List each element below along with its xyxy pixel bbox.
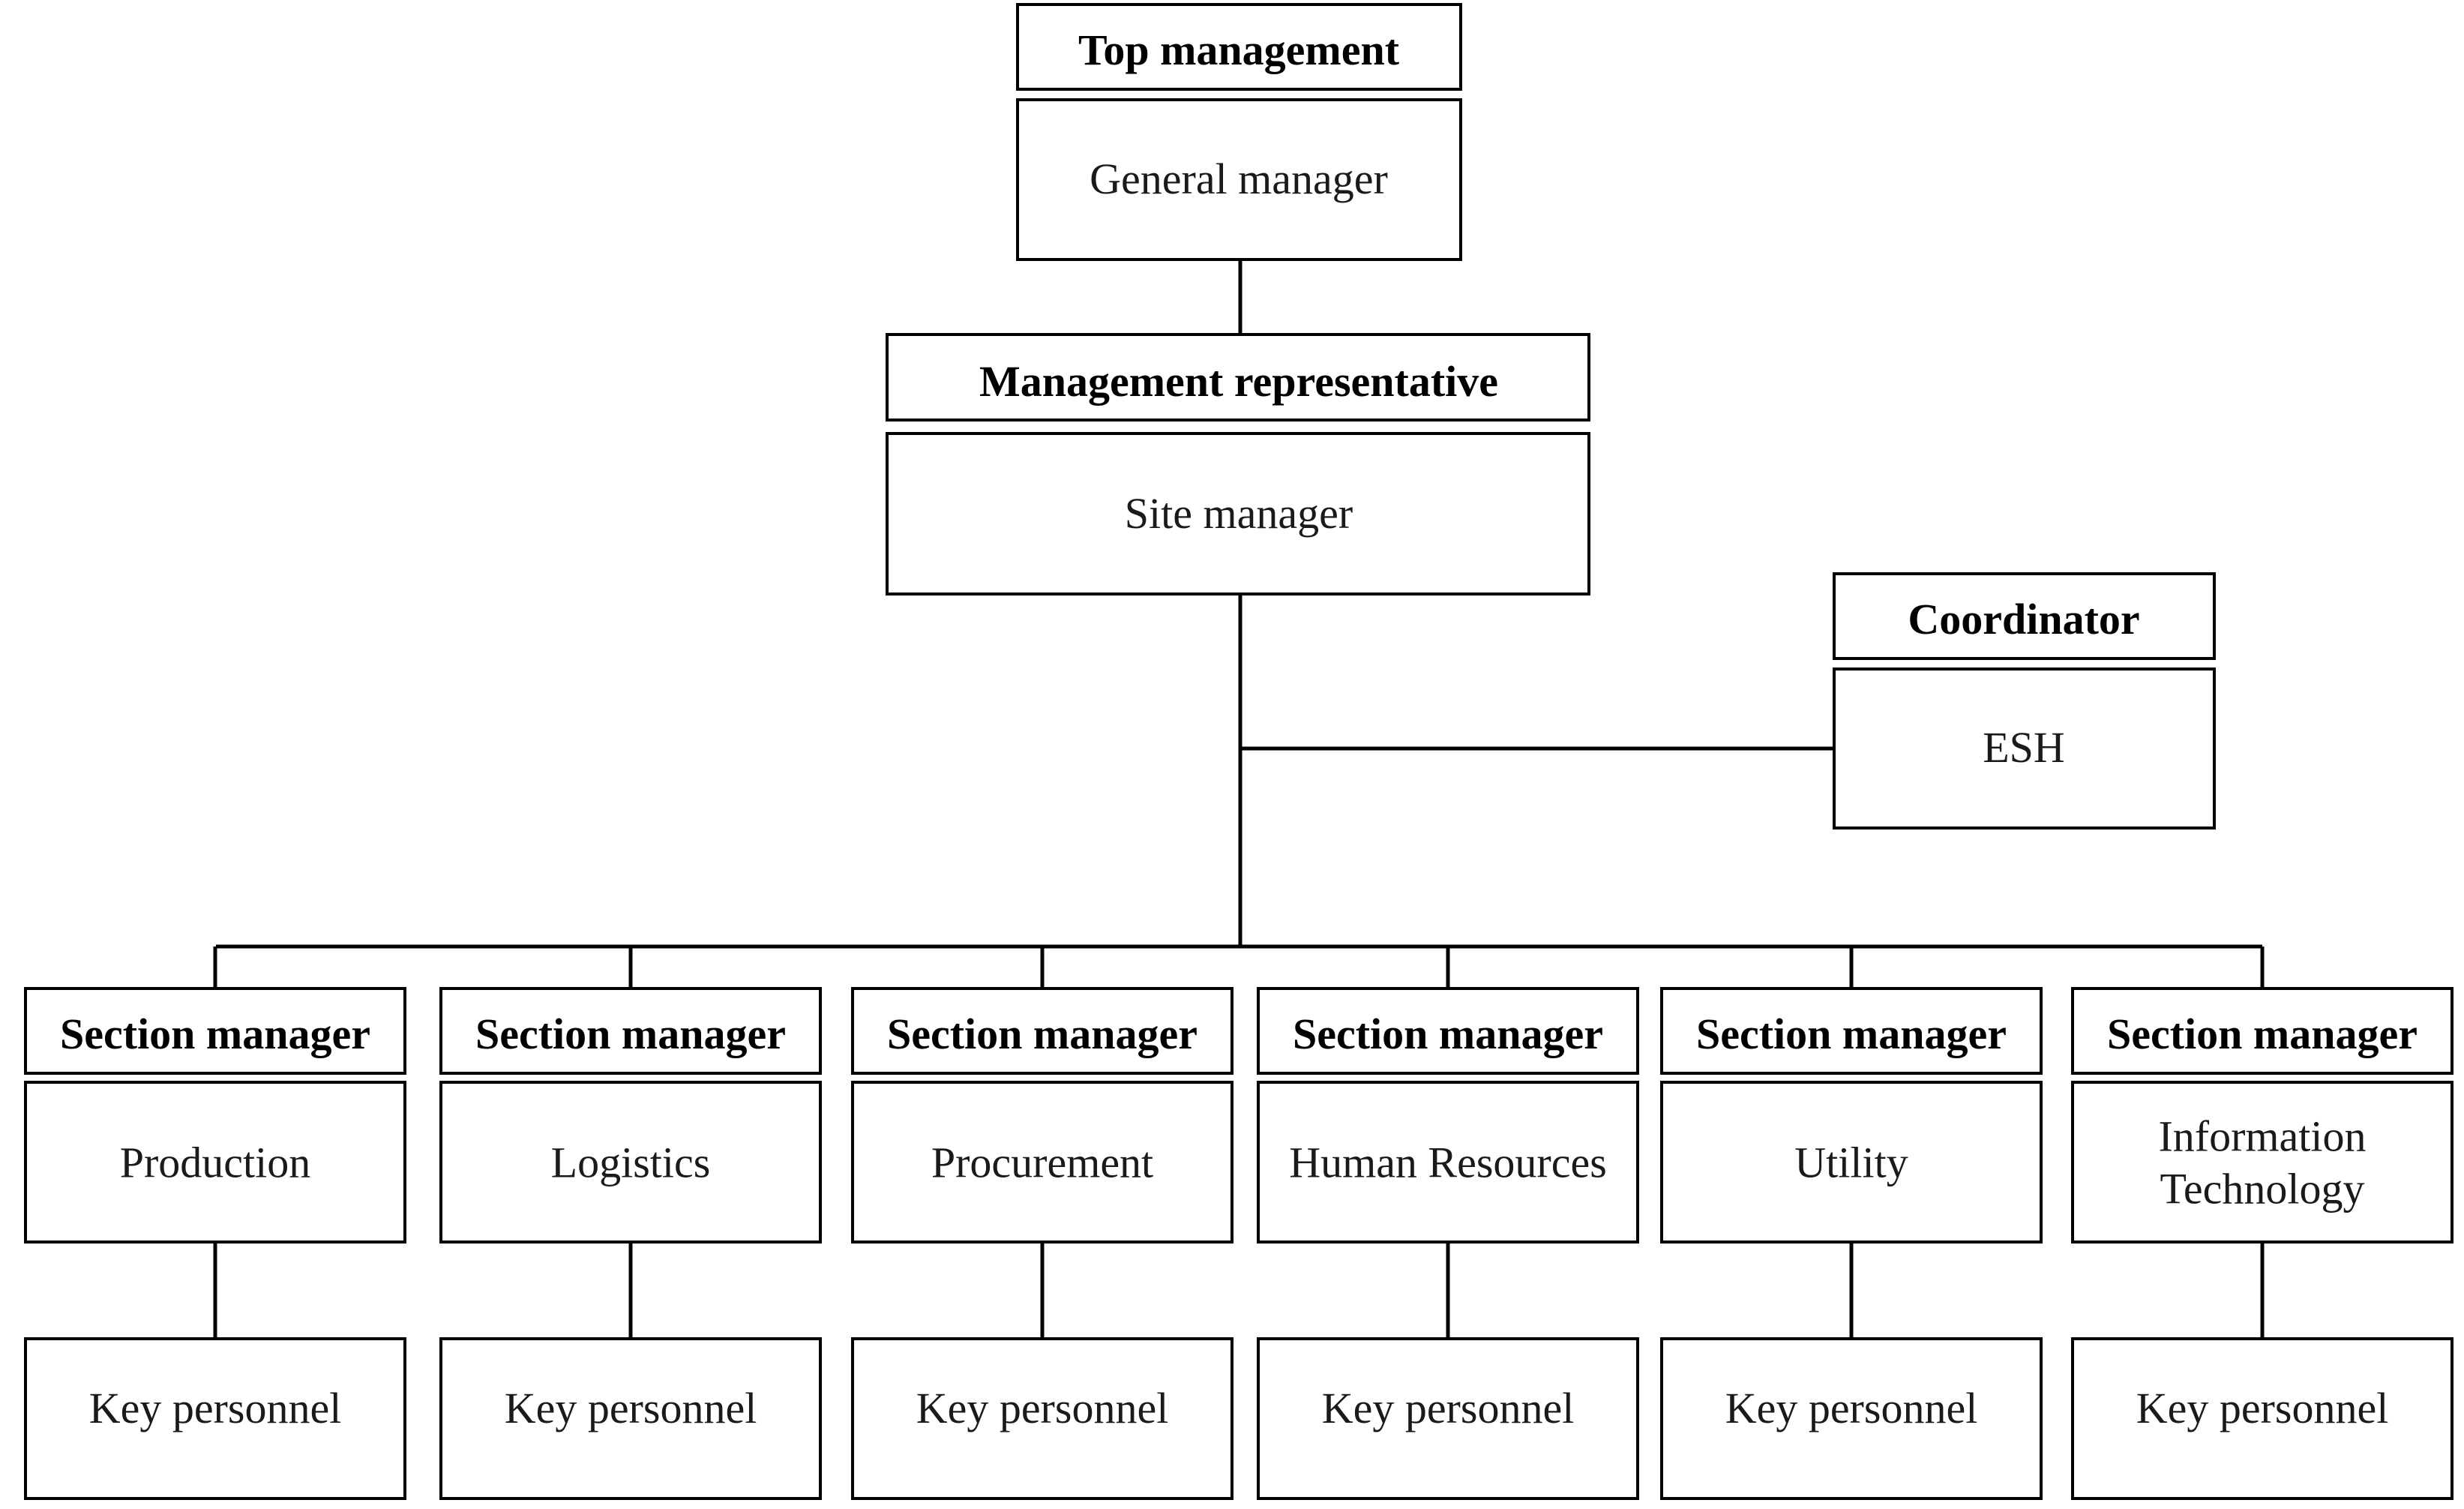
section-role-box [24,1081,406,1244]
node-coordinator: Coordinator ESH [1833,572,2216,830]
section-role-box [1660,1081,2043,1244]
esh-box [1833,668,2216,830]
general-manager-box [1016,98,1462,261]
key-personnel-label: Key personnel [505,1384,757,1432]
section-role-box [1257,1081,1639,1244]
management-representative-header: Management representative [979,357,1498,406]
section-manager-header: Section manager [887,1010,1198,1058]
section-role-label: Production [120,1138,311,1187]
section-role-box [2071,1081,2454,1244]
section-manager-header-box [439,987,822,1075]
section-role-label: Human Resources [1289,1138,1607,1187]
key-personnel-box [1257,1337,1639,1500]
coordinator-header-box [1833,572,2216,660]
section-role-label: Utility [1794,1138,1908,1187]
key-personnel-label: Key personnel [916,1384,1169,1432]
top-management-header: Top management [1078,26,1400,74]
site-manager-box [886,432,1590,596]
section-manager-header: Section manager [475,1010,786,1058]
key-personnel-label: Key personnel [1322,1384,1575,1432]
section-manager-header: Section manager [60,1010,370,1058]
section-role-label: Technology [2160,1165,2365,1214]
section-manager-header-box [851,987,1233,1075]
section-drop-connectors [213,946,2265,1339]
section-role-label: Procurement [931,1138,1153,1187]
section-manager-header: Section manager [2107,1010,2418,1058]
section-role-box [851,1081,1233,1244]
section-role-label: Information [2158,1112,2366,1161]
key-personnel-box [1660,1337,2043,1500]
key-personnel-box [439,1337,822,1500]
key-personnel-box [2071,1337,2454,1500]
key-personnel-box [24,1337,406,1500]
management-representative-header-box [886,333,1590,422]
section-manager-header: Section manager [1696,1010,2007,1058]
section-node: Section managerInformationTechnologyKey … [2071,987,2454,1500]
section-manager-header-box [1660,987,2043,1075]
node-management-representative: Management representative Site manager [886,333,1590,596]
key-personnel-label: Key personnel [2136,1384,2389,1432]
section-manager-header-box [2071,987,2454,1075]
esh-label: ESH [1983,723,2065,772]
section-role-label: Logistics [551,1138,711,1187]
coordinator-header: Coordinator [1908,595,2139,644]
general-manager-label: General manager [1090,154,1388,203]
key-personnel-label: Key personnel [1725,1384,1978,1432]
section-manager-header: Section manager [1293,1010,1603,1058]
top-management-header-box [1016,3,1462,91]
site-manager-label: Site manager [1125,489,1353,538]
key-personnel-label: Key personnel [89,1384,342,1432]
connectors [213,260,2265,1339]
section-manager-header-box [1257,987,1639,1075]
node-top-management: Top management General manager [1016,3,1462,261]
section-role-box [439,1081,822,1244]
key-personnel-box [851,1337,1233,1500]
section-manager-header-box [24,987,406,1075]
